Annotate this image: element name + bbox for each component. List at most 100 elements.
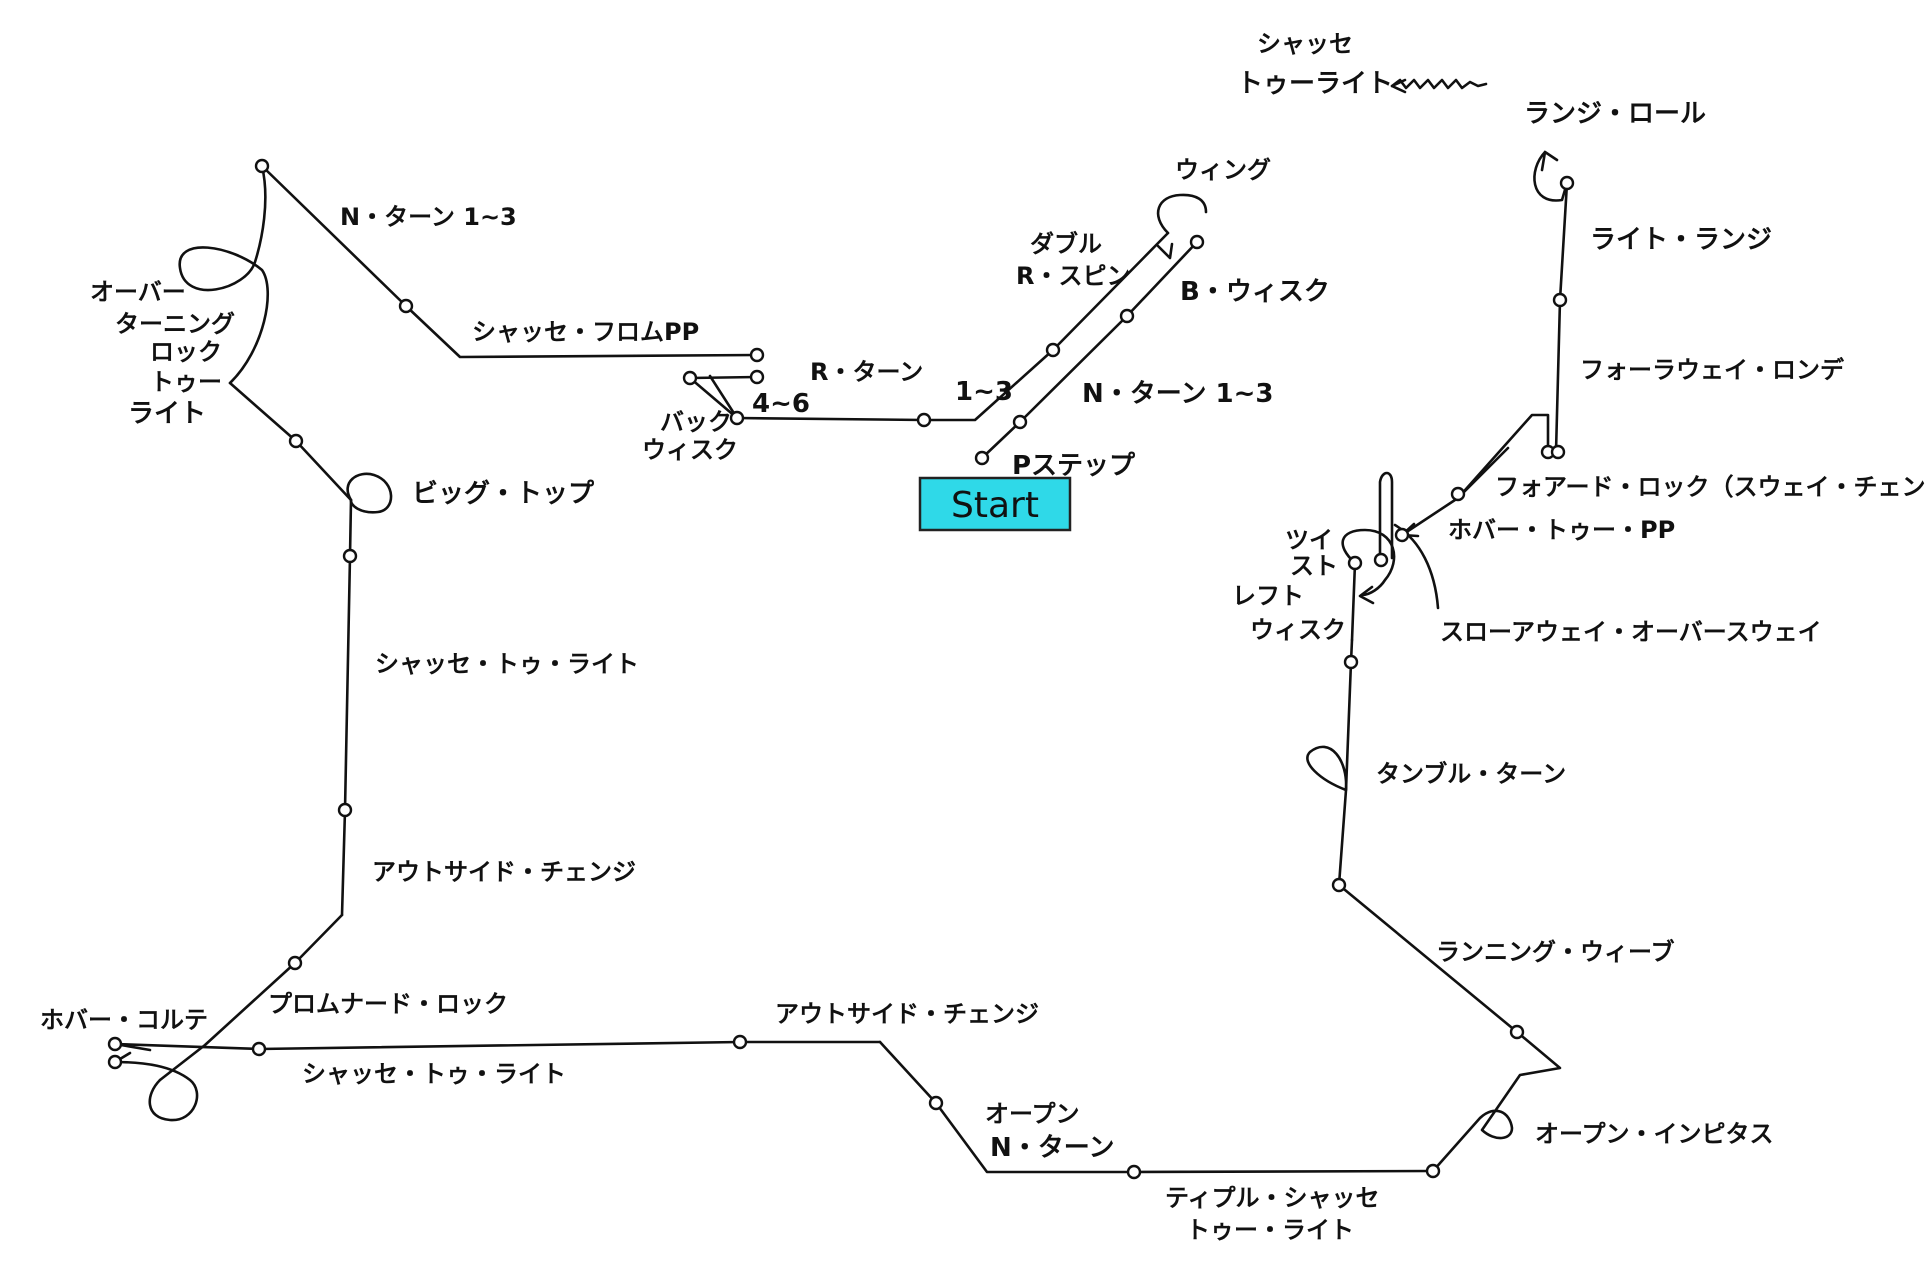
label-tipple-chasse-a: ティプル・シャッセ xyxy=(1165,1184,1380,1212)
label-twist-a: ツイ xyxy=(1285,526,1333,554)
label-open-n-turn-a: オープン xyxy=(985,1100,1080,1128)
node xyxy=(1331,877,1347,893)
route-forward-lock xyxy=(1456,413,1550,500)
node xyxy=(1045,342,1061,358)
label-p-step: Pステップ xyxy=(1012,451,1136,481)
route-hover-corte-loop xyxy=(113,1060,199,1122)
route-left-vertical xyxy=(340,498,353,917)
label-running-weave: ランニング・ウィーブ xyxy=(1436,938,1675,966)
route-outside-change-bottom xyxy=(878,1040,1136,1174)
node xyxy=(342,548,358,564)
node xyxy=(398,298,414,314)
label-r-turn-4-6: 4~6 xyxy=(752,389,810,419)
node xyxy=(1373,552,1389,568)
node xyxy=(251,1041,267,1057)
label-r-turn: R・ターン xyxy=(810,358,923,386)
route-big-top-loop xyxy=(346,472,393,514)
node xyxy=(749,347,765,363)
label-otl-b: ターニング xyxy=(115,310,235,338)
label-tumble-turn: タンブル・ターン xyxy=(1376,760,1566,788)
node xyxy=(1550,444,1566,460)
label-forward-lock: フォアード・ロック（スウェイ・チェンジ） xyxy=(1495,473,1925,501)
label-wing: ウィング xyxy=(1175,156,1271,184)
node xyxy=(337,802,353,818)
label-right-lunge: ライト・ランジ xyxy=(1590,225,1772,255)
route-rturn xyxy=(735,416,926,422)
route-chasse-from-pp xyxy=(404,304,759,420)
label-promenade-lock: プロムナード・ロック xyxy=(268,990,508,1018)
label-otl-d: トゥー xyxy=(150,368,222,396)
node xyxy=(729,410,745,426)
label-r-turn-1-3: 1~3 xyxy=(955,377,1013,407)
node xyxy=(1012,414,1028,430)
label-left-whisk-a: レフト xyxy=(1232,582,1304,610)
route-nturn-left xyxy=(260,164,408,308)
node xyxy=(682,370,698,386)
label-chasse-from-pp: シャッセ・フロムPP xyxy=(472,318,699,346)
node xyxy=(928,1095,944,1111)
label-back-whisk-a: バック xyxy=(660,408,732,436)
label-chasse-mid: シャッセ・トゥ・ライト xyxy=(375,650,639,678)
node xyxy=(1343,654,1359,670)
route-over-turning-lock xyxy=(178,164,269,385)
route-lines xyxy=(113,78,1569,1174)
route-tipple-chasse xyxy=(1132,1169,1435,1174)
node xyxy=(1189,234,1205,250)
label-back-whisk-b: ウィスク xyxy=(642,436,738,464)
node xyxy=(974,450,990,466)
label-open-impetus: オープン・インピタス xyxy=(1535,1120,1774,1148)
label-hover-to-pp: ホバー・トゥー・PP xyxy=(1448,516,1675,544)
label-b-whisk: B・ウィスク xyxy=(1180,277,1330,307)
label-lunge-roll: ランジ・ロール xyxy=(1524,99,1706,129)
node xyxy=(1559,175,1575,191)
label-otl-c: ロック xyxy=(150,338,222,366)
node xyxy=(1509,1024,1525,1040)
label-left-whisk-b: ウィスク xyxy=(1250,616,1346,644)
squiggle-mark xyxy=(1390,78,1488,90)
label-chasse-bottom: シャッセ・トゥ・ライト xyxy=(302,1060,566,1088)
label-tipple-chasse-b: トゥー・ライト xyxy=(1186,1216,1354,1244)
route-promenade-lock xyxy=(158,913,344,1082)
node xyxy=(1450,486,1466,502)
label-hover-corte: ホバー・コルテ xyxy=(40,1006,208,1034)
label-double-a: ダブル xyxy=(1030,230,1102,258)
node xyxy=(749,369,765,385)
label-big-top: ビッグ・トップ xyxy=(412,479,595,509)
route-right-vertical xyxy=(1337,638,1354,887)
route-pstep-to-bwhisk xyxy=(980,240,1199,460)
node xyxy=(916,412,932,428)
route-lunge-roll xyxy=(1533,150,1569,202)
label-chasse-top-a: シャッセ xyxy=(1257,30,1353,58)
label-otl-e: ライト xyxy=(128,399,206,429)
squiggle-arrow xyxy=(1390,78,1407,94)
route-nodes xyxy=(107,158,1575,1180)
node xyxy=(1347,555,1363,571)
node xyxy=(1425,1163,1441,1179)
route-ronde xyxy=(1554,181,1569,454)
start-marker: Start xyxy=(918,476,1072,532)
label-open-n-turn-b: N・ターン xyxy=(990,1133,1114,1163)
route-slow-away xyxy=(1378,471,1394,562)
node xyxy=(288,433,304,449)
node xyxy=(1119,308,1135,324)
node xyxy=(287,955,303,971)
route-twist xyxy=(1341,528,1396,642)
route-chasse-bottom xyxy=(113,1040,882,1051)
label-outside-change-left: アウトサイド・チェンジ xyxy=(372,858,636,886)
label-chasse-top-b: トゥーライト xyxy=(1237,69,1393,99)
start-label: Start xyxy=(951,485,1039,526)
label-otl-a: オーバー xyxy=(90,278,186,306)
start-box xyxy=(918,476,1072,532)
label-nturn-right: N・ターン 1~3 xyxy=(1082,379,1273,409)
node xyxy=(732,1034,748,1050)
node xyxy=(107,1036,123,1052)
route-running-weave xyxy=(1337,883,1519,1034)
route-open-impetus xyxy=(1431,1030,1562,1173)
node xyxy=(1394,527,1410,543)
route-wing-loop xyxy=(1156,193,1208,235)
figure-labels: シャッセ トゥーライト ランジ・ロール ウィング ダブル R・スピン B・ウィス… xyxy=(40,30,1925,1244)
node xyxy=(1126,1164,1142,1180)
route-tumble-loop xyxy=(1306,745,1348,792)
label-twist-b: スト xyxy=(1290,552,1338,580)
